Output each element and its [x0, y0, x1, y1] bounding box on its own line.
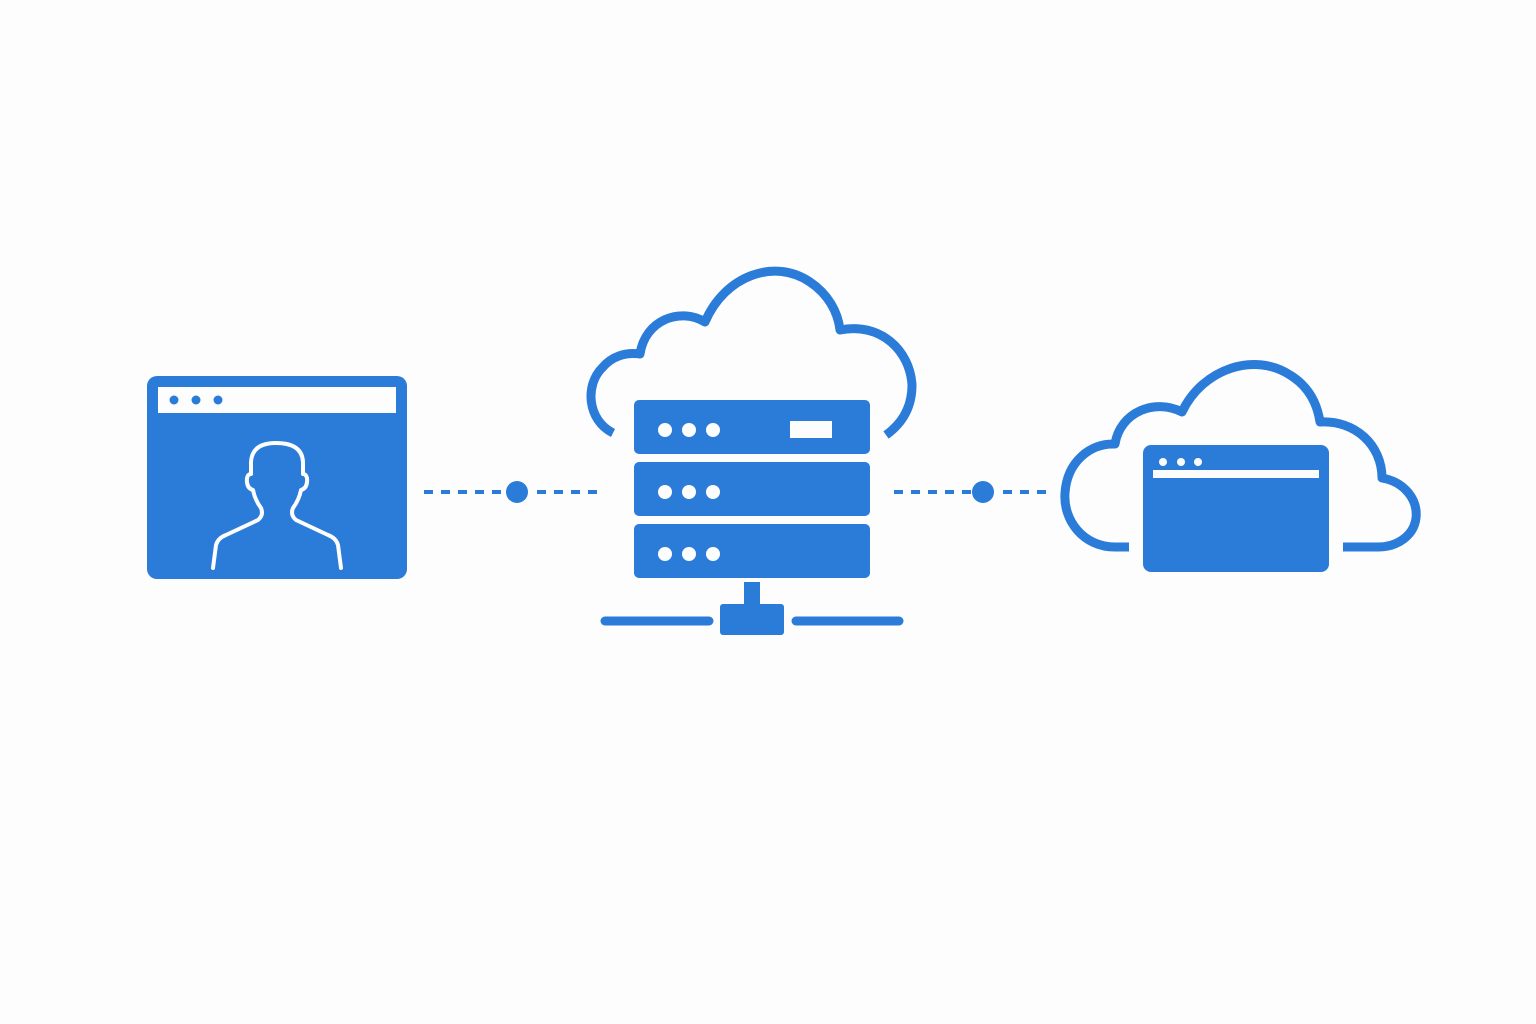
user-silhouette-icon	[211, 441, 343, 570]
user-browser-window-icon	[147, 376, 407, 579]
cloud-outline-icon	[1060, 360, 1421, 552]
window-control-dot	[1159, 458, 1167, 466]
connector-node	[506, 481, 528, 503]
connector-node	[972, 481, 994, 503]
window-control-dot	[213, 395, 223, 405]
server-led-indicator	[682, 485, 696, 499]
app-window-frame	[1143, 445, 1329, 572]
server-led-indicator	[682, 547, 696, 561]
server-rack	[634, 400, 870, 578]
cloud-outline-icon	[586, 266, 917, 439]
server-unit	[634, 400, 870, 454]
connector-user-to-server	[424, 481, 600, 503]
cloud-server-rack-icon	[586, 266, 917, 635]
cloud-application-window-icon	[1060, 360, 1421, 572]
server-stand	[744, 582, 760, 604]
browser-frame	[147, 376, 407, 579]
window-control-dot	[1194, 458, 1202, 466]
server-unit	[634, 462, 870, 516]
connector-server-to-cloud-app	[894, 481, 1050, 503]
server-led-indicator	[658, 423, 672, 437]
app-window-title-bar	[1153, 470, 1319, 478]
server-status-bar	[790, 421, 832, 438]
server-led-indicator	[706, 485, 720, 499]
window-control-dot	[191, 395, 201, 405]
server-led-indicator	[658, 547, 672, 561]
network-hub	[720, 604, 784, 635]
window-control-dot	[169, 395, 179, 405]
server-led-indicator	[706, 547, 720, 561]
window-control-dot	[1177, 458, 1185, 466]
server-unit	[634, 524, 870, 578]
server-led-indicator	[682, 423, 696, 437]
server-led-indicator	[706, 423, 720, 437]
server-led-indicator	[658, 485, 672, 499]
